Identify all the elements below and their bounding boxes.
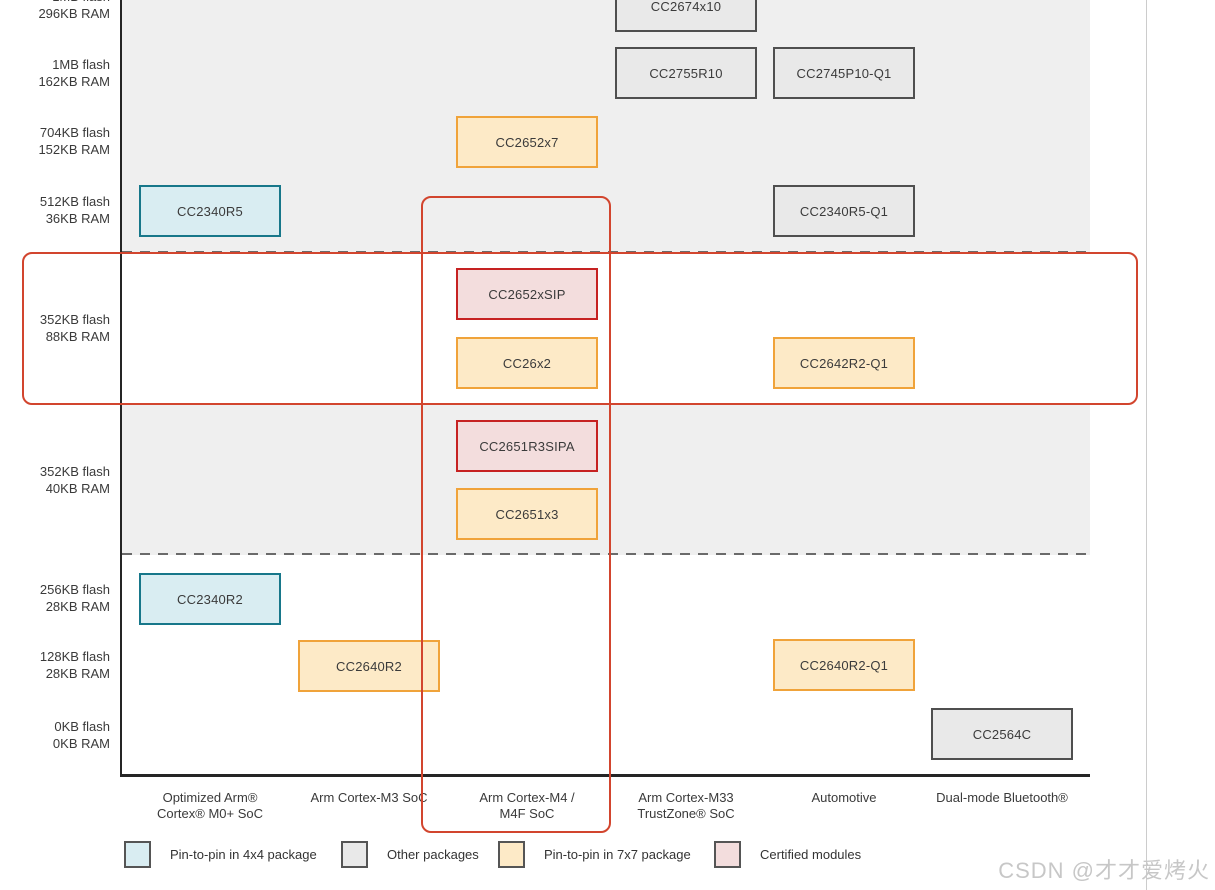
- product-box-cc2340r5[interactable]: CC2340R5: [139, 185, 281, 237]
- product-box-cc2640r2-q1[interactable]: CC2640R2-Q1: [773, 639, 915, 691]
- product-box-cc2745p10-q1[interactable]: CC2745P10-Q1: [773, 47, 915, 99]
- x-tick-cortex-m33: Arm Cortex-M33 TrustZone® SoC: [606, 790, 766, 822]
- product-label: CC2564C: [972, 726, 1032, 742]
- legend-swatch-blue: [124, 841, 151, 868]
- y-tick-ram: 28KB RAM: [45, 599, 110, 614]
- y-tick-256kb-28kb: 256KB flash 28KB RAM: [0, 581, 110, 615]
- product-label: CC2340R2: [177, 591, 243, 607]
- y-tick-flash: 256KB flash: [39, 582, 110, 597]
- product-label: CC2755R10: [649, 65, 723, 81]
- legend-swatch-orange: [498, 841, 525, 868]
- y-tick-ram: 0KB RAM: [52, 736, 110, 751]
- y-tick-ram: 152KB RAM: [38, 142, 110, 157]
- y-tick-flash: 352KB flash: [39, 312, 110, 327]
- y-axis-line: [120, 0, 122, 777]
- y-tick-ram: 88KB RAM: [45, 329, 110, 344]
- y-tick-ram: 36KB RAM: [45, 211, 110, 226]
- product-box-cc2642r2-q1[interactable]: CC2642R2-Q1: [773, 337, 915, 389]
- product-label: CC2651x3: [495, 506, 559, 522]
- product-label: CC2640R2: [336, 658, 402, 674]
- x-tick-line1: Arm Cortex-M3 SoC: [310, 790, 428, 805]
- legend-label: Pin-to-pin in 7x7 package: [544, 847, 691, 862]
- product-box-cc2340r5-q1[interactable]: CC2340R5-Q1: [773, 185, 915, 237]
- product-label: CC2651R3SIPA: [479, 438, 575, 454]
- legend-label: Certified modules: [760, 847, 862, 862]
- x-tick-line2: TrustZone® SoC: [637, 806, 735, 821]
- legend-label: Other packages: [387, 847, 479, 862]
- legend-label: Pin-to-pin in 4x4 package: [170, 847, 317, 862]
- y-tick-flash: 1MB flash: [52, 57, 110, 72]
- product-label: CC2745P10-Q1: [796, 65, 892, 81]
- y-tick-flash: 512KB flash: [39, 194, 110, 209]
- y-tick-flash: 0KB flash: [54, 719, 110, 734]
- x-tick-cortex-m0: Optimized Arm® Cortex® M0+ SoC: [130, 790, 290, 822]
- csdn-watermark: CSDN @才才爱烤火: [998, 858, 1210, 883]
- product-box-cc26x2[interactable]: CC26x2: [456, 337, 598, 389]
- y-tick-0kb-0kb: 0KB flash 0KB RAM: [0, 718, 110, 752]
- dashed-separator-1: [122, 251, 1090, 253]
- x-tick-automotive: Automotive: [764, 790, 924, 806]
- y-tick-ram: 162KB RAM: [38, 74, 110, 89]
- x-tick-line1: Dual-mode Bluetooth®: [936, 790, 1068, 805]
- gray-band-top: [122, 0, 1090, 252]
- y-tick-flash: 704KB flash: [39, 125, 110, 140]
- y-tick-flash: 1MB flash: [0, 0, 110, 5]
- product-box-cc2755r10[interactable]: CC2755R10: [615, 47, 757, 99]
- y-tick-352kb-88kb: 352KB flash 88KB RAM: [0, 311, 110, 345]
- y-tick-flash: 128KB flash: [39, 649, 110, 664]
- dashed-separator-3: [122, 553, 1090, 555]
- y-tick-704kb-152kb: 704KB flash 152KB RAM: [0, 124, 110, 158]
- y-tick-1mb-296kb: 1MB flash 296KB RAM: [0, 0, 110, 22]
- product-box-cc2564c[interactable]: CC2564C: [931, 708, 1073, 760]
- product-box-cc2674x10[interactable]: CC2674x10: [615, 0, 757, 32]
- x-tick-line1: Optimized Arm®: [162, 790, 258, 805]
- y-tick-512kb-36kb: 512KB flash 36KB RAM: [0, 193, 110, 227]
- product-label: CC2640R2-Q1: [799, 657, 889, 673]
- gray-band-middle: [122, 405, 1090, 555]
- y-tick-1mb-162kb: 1MB flash 162KB RAM: [0, 56, 110, 90]
- product-box-cc2340r2[interactable]: CC2340R2: [139, 573, 281, 625]
- y-tick-128kb-28kb: 128KB flash 28KB RAM: [0, 648, 110, 682]
- product-label: CC26x2: [502, 355, 552, 371]
- product-label: CC2340R5-Q1: [799, 203, 889, 219]
- x-tick-dual-mode-bluetooth: Dual-mode Bluetooth®: [922, 790, 1082, 806]
- legend-swatch-pink: [714, 841, 741, 868]
- product-label: CC2652xSIP: [488, 286, 566, 302]
- product-label: CC2340R5: [177, 203, 243, 219]
- product-box-cc2652xsip[interactable]: CC2652xSIP: [456, 268, 598, 320]
- legend-swatch-gray: [341, 841, 368, 868]
- page-divider-line: [1146, 0, 1147, 890]
- x-tick-line2: M4F SoC: [499, 806, 555, 821]
- y-tick-ram: 40KB RAM: [45, 481, 110, 496]
- y-tick-ram: 28KB RAM: [45, 666, 110, 681]
- x-tick-cortex-m3: Arm Cortex-M3 SoC: [289, 790, 449, 806]
- x-tick-cortex-m4: Arm Cortex-M4 / M4F SoC: [447, 790, 607, 822]
- product-box-cc2652x7[interactable]: CC2652x7: [456, 116, 598, 168]
- product-box-cc2640r2[interactable]: CC2640R2: [298, 640, 440, 692]
- product-label: CC2674x10: [650, 0, 722, 14]
- x-tick-line1: Automotive: [811, 790, 877, 805]
- dashed-separator-2: [122, 403, 1090, 405]
- x-axis-line: [120, 774, 1090, 777]
- x-tick-line1: Arm Cortex-M33: [638, 790, 734, 805]
- product-label: CC2642R2-Q1: [799, 355, 889, 371]
- y-tick-flash: 352KB flash: [39, 464, 110, 479]
- y-tick-352kb-40kb: 352KB flash 40KB RAM: [0, 463, 110, 497]
- y-tick-ram: 296KB RAM: [38, 6, 110, 21]
- x-tick-line2: Cortex® M0+ SoC: [156, 806, 264, 821]
- product-label: CC2652x7: [495, 134, 559, 150]
- product-box-cc2651r3sipa[interactable]: CC2651R3SIPA: [456, 420, 598, 472]
- product-box-cc2651x3[interactable]: CC2651x3: [456, 488, 598, 540]
- x-tick-line1: Arm Cortex-M4 /: [479, 790, 575, 805]
